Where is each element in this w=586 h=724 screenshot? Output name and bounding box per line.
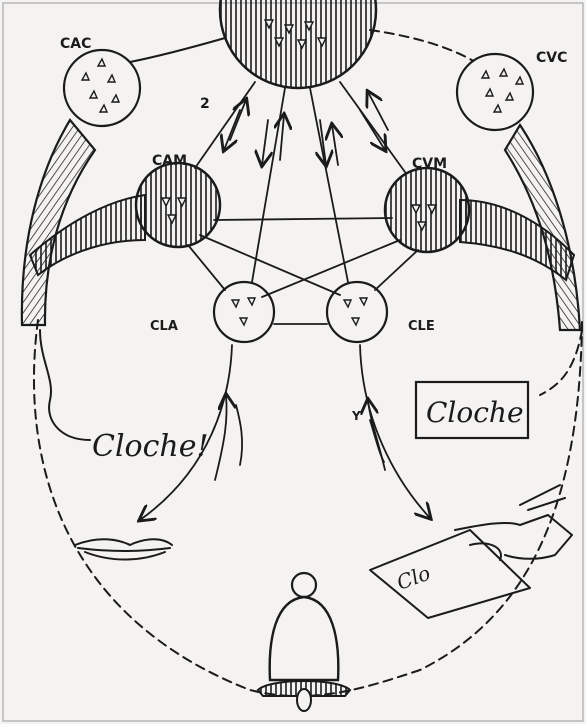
label-cvm: CVM — [412, 156, 447, 172]
flow-arrows — [224, 92, 388, 165]
label-cam: CAM — [152, 153, 187, 169]
written-word: Cloche — [426, 396, 524, 429]
label-arrow-2: 2 — [200, 96, 210, 112]
cam-circle — [136, 163, 220, 247]
label-cla: CLA — [150, 319, 178, 334]
handwriting-fragment: Clo — [394, 561, 434, 595]
cvc-circle — [457, 54, 533, 130]
label-cle: CLE — [408, 319, 435, 334]
bell-icon — [258, 573, 350, 711]
left-wavy-link — [40, 330, 90, 440]
top-wavy-arc-left — [130, 38, 225, 62]
cvm-circle — [385, 168, 469, 252]
cla-circle — [214, 282, 274, 342]
lips-icon — [75, 539, 172, 559]
pentagram-connections — [188, 82, 418, 324]
spoken-word: Cloche! — [92, 429, 209, 464]
writing-hand-icon — [370, 485, 572, 618]
label-arrow-y: Y — [351, 409, 361, 423]
central-circle — [220, 0, 376, 88]
label-cvc: CVC — [536, 50, 567, 66]
label-cac: CAC — [60, 36, 91, 52]
cle-circle — [327, 282, 387, 342]
cac-circle — [64, 50, 140, 126]
right-dashed-arc — [540, 330, 582, 395]
